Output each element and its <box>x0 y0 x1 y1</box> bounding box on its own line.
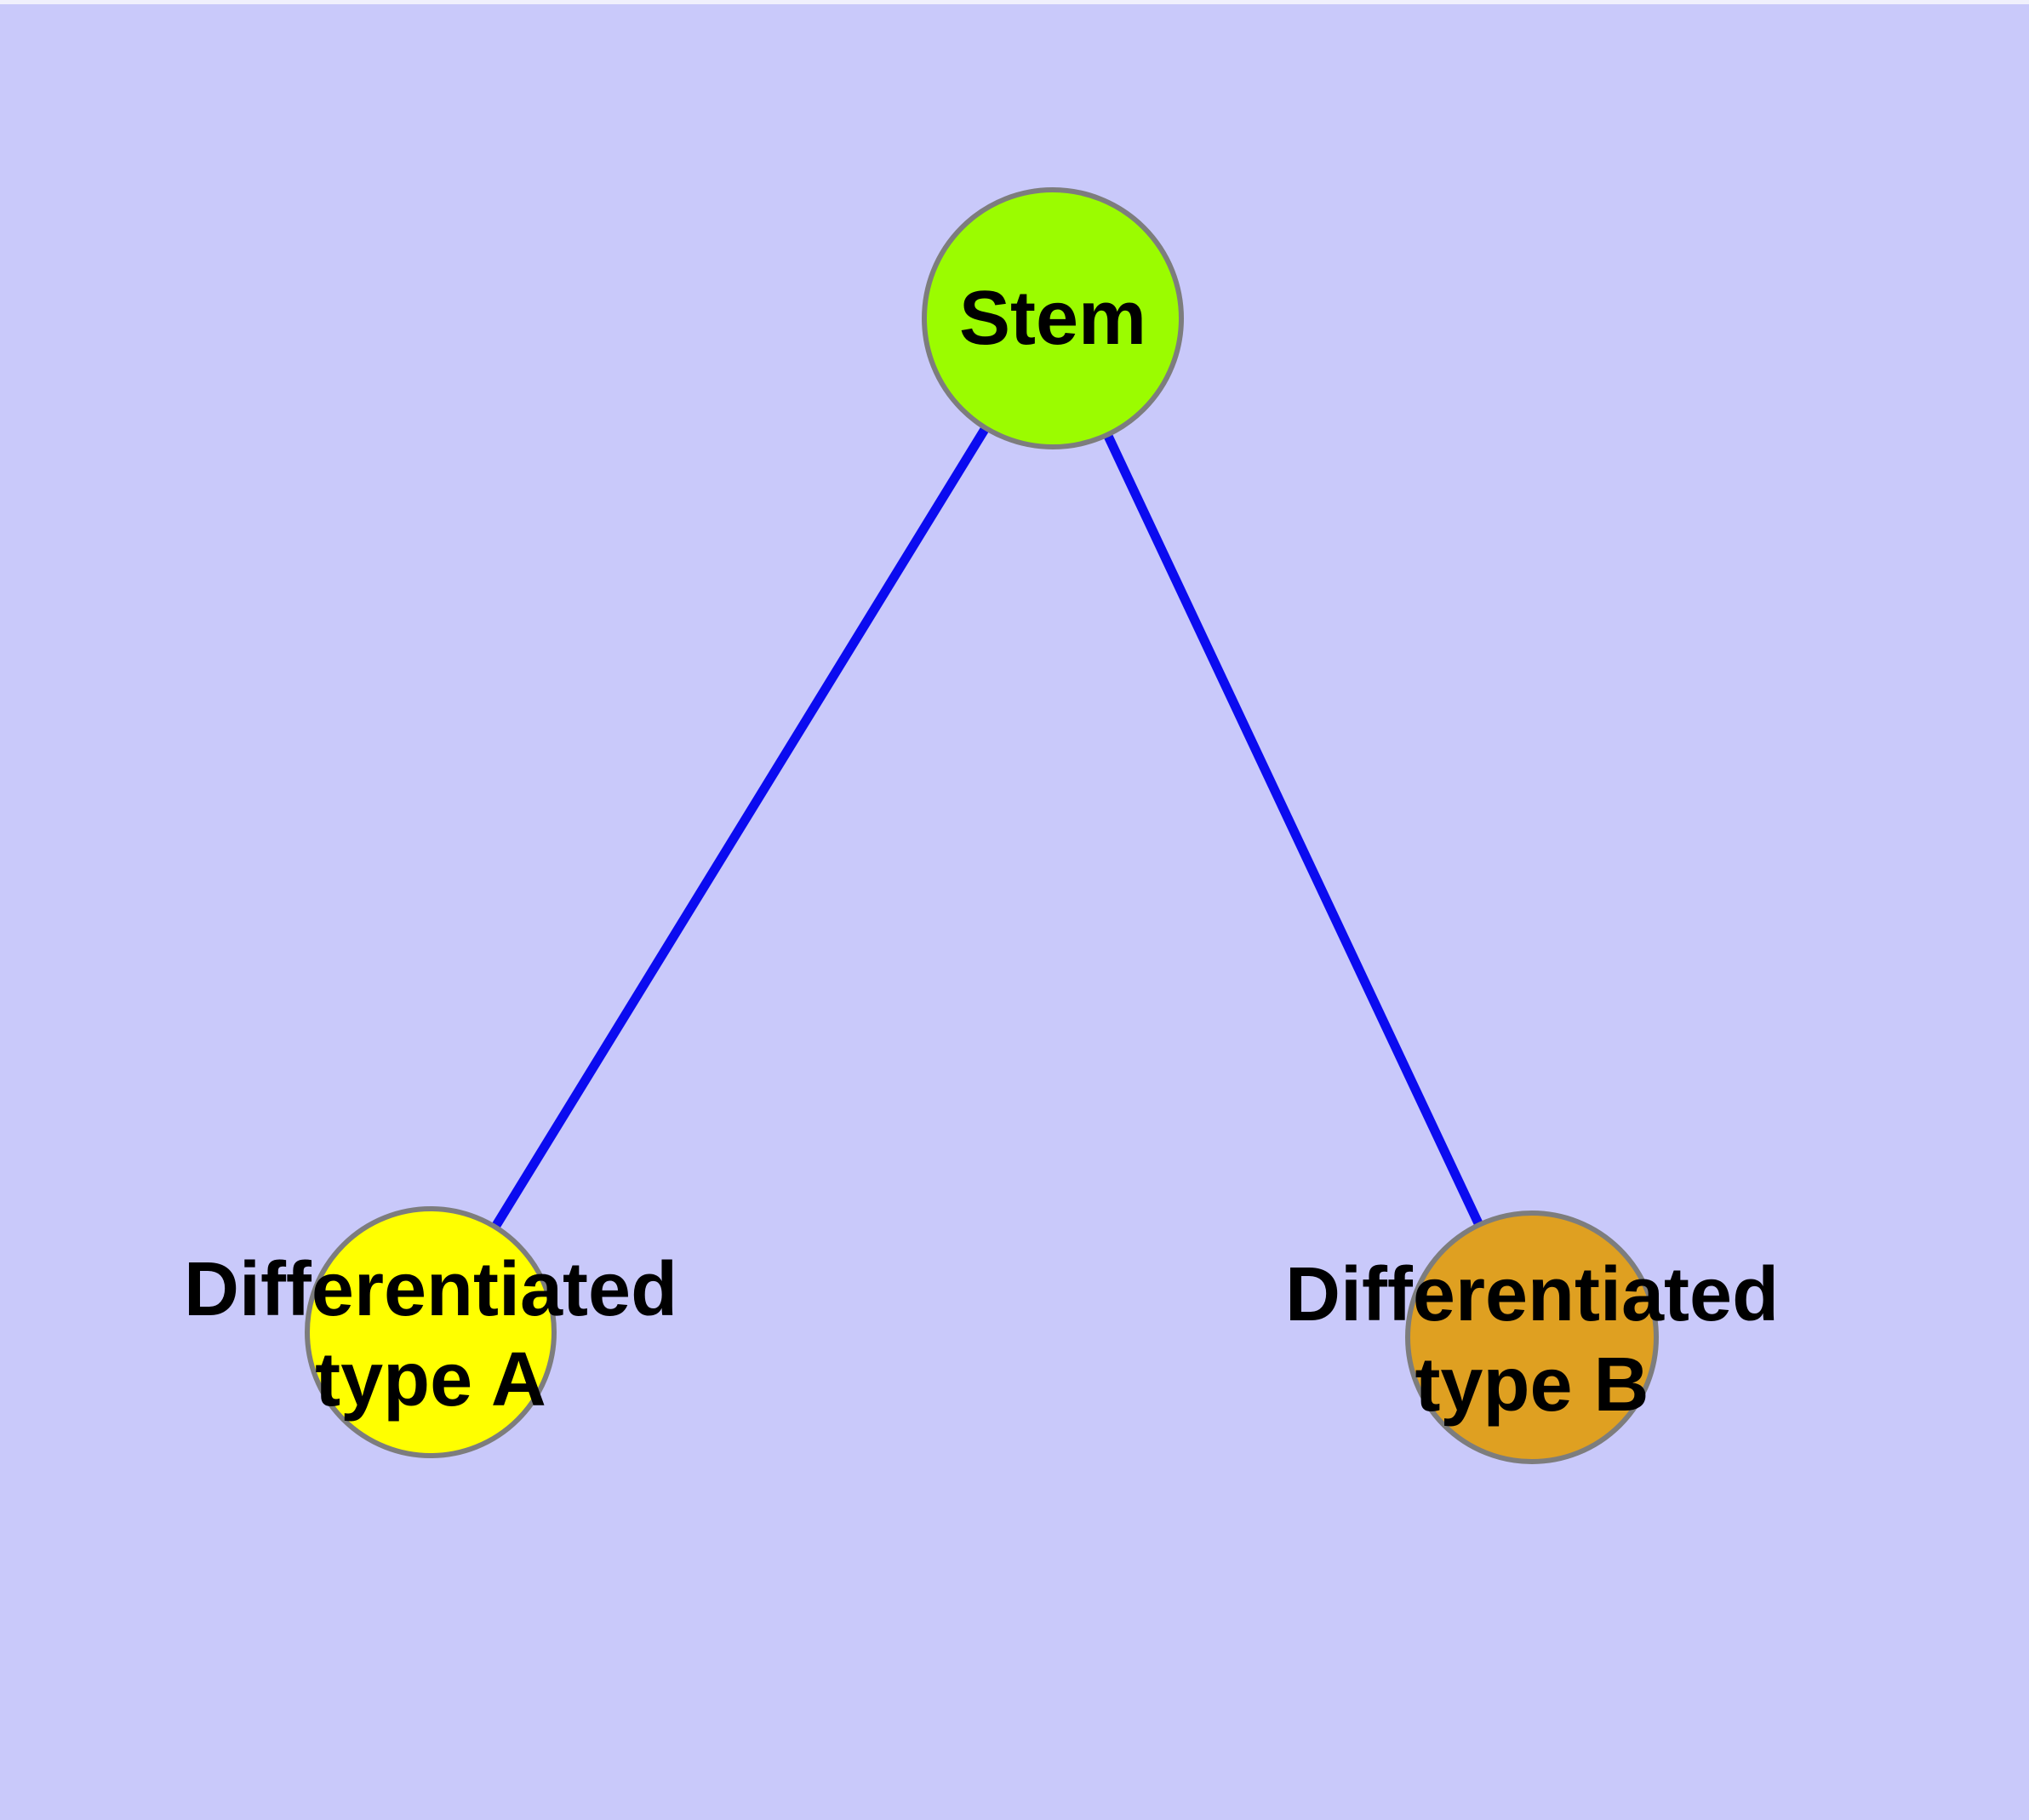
edge-stem-to-type-b <box>1049 316 1536 1340</box>
edge-stem-to-type-a <box>426 316 1057 1335</box>
node-type-a-circle <box>305 1206 557 1458</box>
top-border-strip <box>0 0 2029 4</box>
node-stem-circle <box>922 187 1184 449</box>
node-type-b-circle <box>1405 1210 1659 1464</box>
